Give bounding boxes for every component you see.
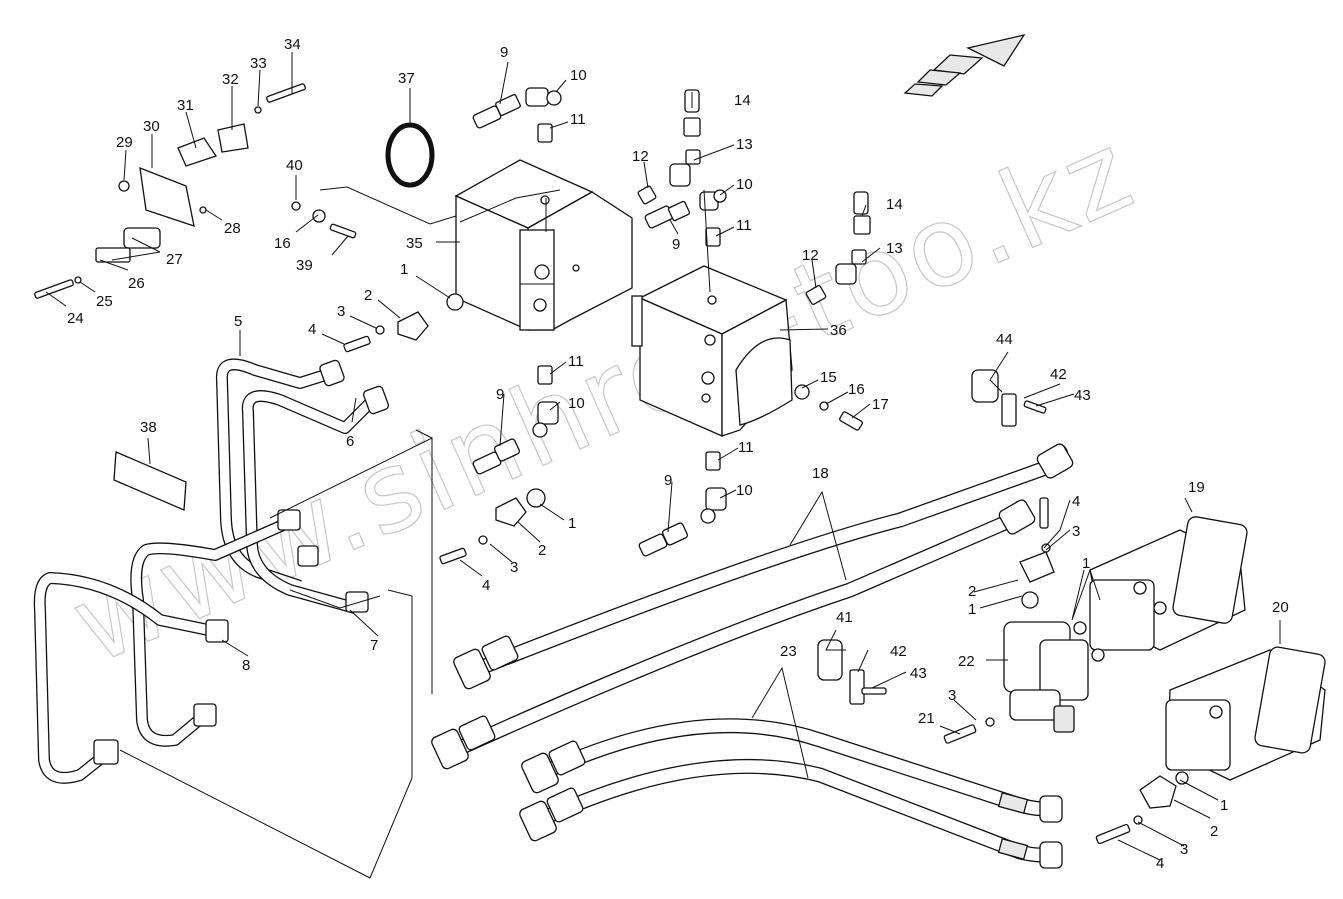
rigid-tube-6 [241,390,380,614]
hose-23-lower [532,758,1060,863]
callout-40: 40 [286,157,303,174]
callout-15: 15 [820,369,837,386]
callout-1d: 1 [1082,555,1090,572]
callout-10a: 10 [570,67,587,84]
fittings-block-35 [472,87,727,247]
callout-1c: 1 [968,601,976,618]
callout-20: 20 [1272,599,1289,616]
callout-10c: 10 [568,395,585,412]
callout-8: 8 [242,657,250,674]
callout-12b: 12 [802,247,819,264]
callout-3e: 3 [1180,841,1188,858]
callout-41: 41 [836,609,853,626]
pump-assembly-22 [943,497,1089,744]
callout-18: 18 [812,465,829,482]
callout-28: 28 [224,220,241,237]
pump-assembly-20 [1095,646,1326,845]
valve-block-35 [454,159,633,332]
callout-17: 17 [872,396,889,413]
callout-30: 30 [143,118,160,135]
callout-16a: 16 [274,235,291,252]
o-ring-37 [385,122,435,188]
flange-parts-left [343,293,546,565]
callout-10d: 10 [736,482,753,499]
callout-14b: 14 [886,196,903,213]
leader-lines [45,52,1281,879]
callout-3a: 3 [337,303,345,320]
callout-4a: 4 [308,321,316,338]
callout-14a: 14 [734,92,751,109]
callout-43a: 43 [910,665,927,682]
callout-39: 39 [296,257,313,274]
callout-3c: 3 [948,687,956,704]
callout-42a: 42 [890,643,907,660]
hose-18-upper [472,444,1069,676]
callout-2a: 2 [364,287,372,304]
rigid-tube-7 [130,516,293,747]
callout-25: 25 [96,293,113,310]
callout-2d: 2 [1210,823,1218,840]
callout-33: 33 [250,55,267,72]
callout-6: 6 [346,433,354,450]
callout-labels: 34 33 32 31 30 29 28 27 26 25 24 40 37 3… [67,36,1289,872]
plate-38 [113,451,187,511]
callout-21: 21 [918,710,935,727]
callout-9d: 9 [664,472,672,489]
valve-block-36 [631,265,793,437]
callout-3d: 3 [1072,523,1080,540]
callout-2b: 2 [538,542,546,559]
rigid-tube-5 [215,358,337,592]
callout-34: 34 [284,36,301,53]
rigid-tube-8 [33,572,220,784]
callout-23: 23 [780,643,797,660]
callout-5: 5 [234,313,242,330]
callout-1e: 1 [1220,797,1228,814]
callout-9b: 9 [672,236,680,253]
callout-19: 19 [1188,479,1205,496]
callout-26: 26 [128,275,145,292]
callout-43b: 43 [1074,387,1091,404]
callout-16b: 16 [848,381,865,398]
callout-10b: 10 [736,176,753,193]
callout-12a: 12 [632,148,649,165]
callout-2c: 2 [968,583,976,600]
hose-end-fittings [431,443,1074,869]
callout-22: 22 [958,653,975,670]
pump-assembly-19 [1073,516,1248,662]
callout-4c: 4 [1072,493,1080,510]
callout-11d: 11 [738,439,754,456]
callout-37: 37 [398,70,415,87]
callout-24: 24 [67,310,84,327]
direction-arrow-icon [903,34,1026,97]
tube-end-fittings [93,359,390,765]
callout-4b: 4 [482,577,490,594]
callout-32: 32 [222,71,239,88]
callout-29: 29 [116,134,133,151]
callout-11a: 11 [570,111,586,128]
callout-9c: 9 [496,386,504,403]
callout-27: 27 [166,251,183,268]
callout-13a: 13 [736,136,753,153]
callout-1a: 1 [400,261,408,278]
callout-44: 44 [996,331,1013,348]
callout-42b: 42 [1050,366,1067,383]
callout-13b: 13 [886,240,903,257]
callout-31: 31 [177,97,194,114]
callout-35: 35 [406,235,423,252]
callout-11b: 11 [736,217,752,234]
callout-1b: 1 [568,515,576,532]
callout-9a: 9 [500,44,508,61]
callout-11c: 11 [568,353,584,370]
callout-3b: 3 [510,559,518,576]
callout-36: 36 [830,322,847,339]
callout-4d: 4 [1156,855,1164,872]
callout-7: 7 [370,637,378,654]
callout-38: 38 [140,419,157,436]
